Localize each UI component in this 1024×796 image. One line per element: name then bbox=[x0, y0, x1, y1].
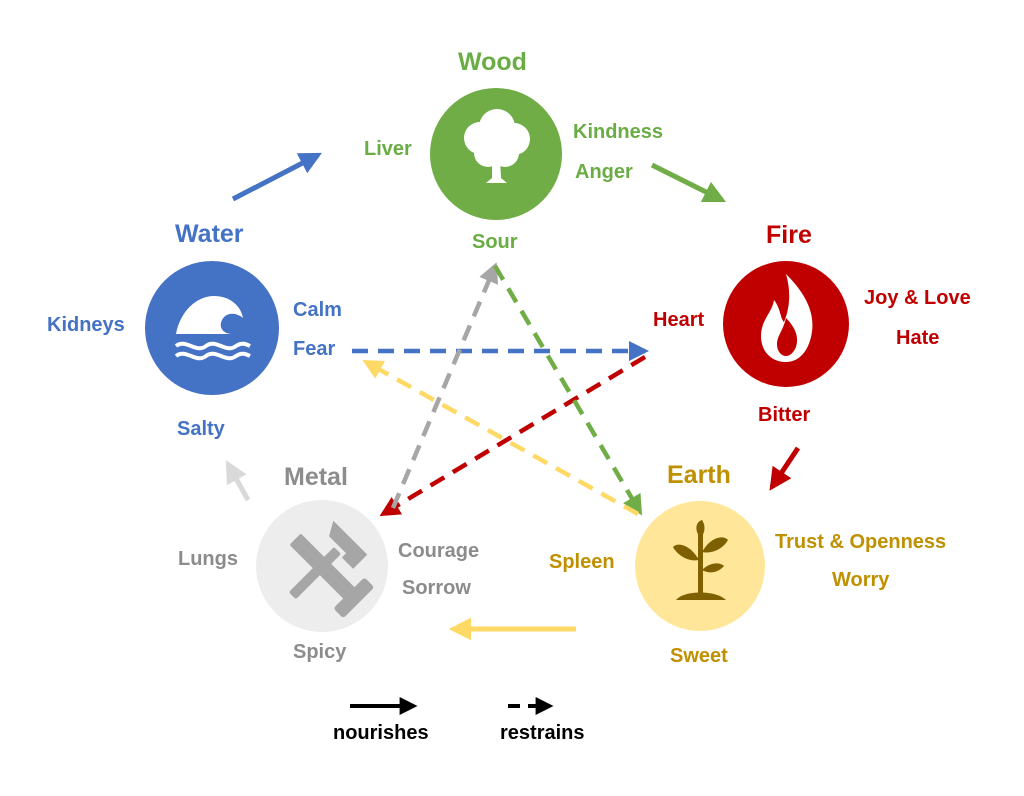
earth-emotion-positive: Trust & Openness bbox=[775, 531, 947, 553]
fire-title: Fire bbox=[766, 221, 812, 249]
metal-emotion-positive: Courage bbox=[398, 540, 480, 562]
fire-organ: Heart bbox=[653, 309, 705, 331]
wood-emotion-positive: Kindness bbox=[573, 121, 664, 143]
water-organ: Kidneys bbox=[47, 314, 125, 336]
metal-emotion-negative: Sorrow bbox=[402, 577, 471, 599]
arrow-fire-nourishes-earth bbox=[769, 446, 801, 491]
metal-taste: Spicy bbox=[293, 641, 347, 663]
fire-taste: Bitter bbox=[758, 404, 811, 426]
arrow-water-nourishes-wood bbox=[231, 152, 322, 202]
hammer-saw-icon bbox=[289, 520, 374, 618]
water-title: Water bbox=[175, 220, 244, 248]
fire-emotion-negative: Hate bbox=[896, 327, 940, 349]
flame-icon bbox=[761, 274, 813, 362]
earth-taste: Sweet bbox=[670, 645, 728, 667]
earth-emotion-negative: Worry bbox=[832, 569, 890, 591]
arrow-wood-restrains-earth bbox=[493, 264, 643, 516]
arrow-wood-nourishes-fire bbox=[650, 162, 727, 203]
legend-nourishes-label: nourishes bbox=[333, 722, 429, 744]
wood-emotion-negative: Anger bbox=[575, 161, 633, 183]
wood-taste: Sour bbox=[472, 231, 518, 253]
wood-organ: Liver bbox=[364, 138, 412, 160]
arrow-metal-restrains-wood bbox=[390, 262, 499, 509]
sprout-icon bbox=[673, 520, 728, 600]
tree-icon bbox=[464, 109, 530, 183]
water-emotion-negative: Fear bbox=[293, 338, 336, 360]
earth-title: Earth bbox=[667, 461, 731, 489]
metal-organ: Lungs bbox=[178, 548, 238, 570]
arrow-metal-nourishes-water bbox=[225, 460, 251, 502]
wood-title: Wood bbox=[458, 48, 527, 76]
water-emotion-positive: Calm bbox=[293, 299, 342, 321]
fire-emotion-positive: Joy & Love bbox=[864, 287, 971, 309]
legend-restrains-label: restrains bbox=[500, 722, 585, 744]
earth-organ: Spleen bbox=[549, 551, 615, 573]
wave-icon bbox=[174, 296, 251, 361]
water-taste: Salty bbox=[177, 418, 225, 440]
metal-title: Metal bbox=[284, 463, 348, 491]
